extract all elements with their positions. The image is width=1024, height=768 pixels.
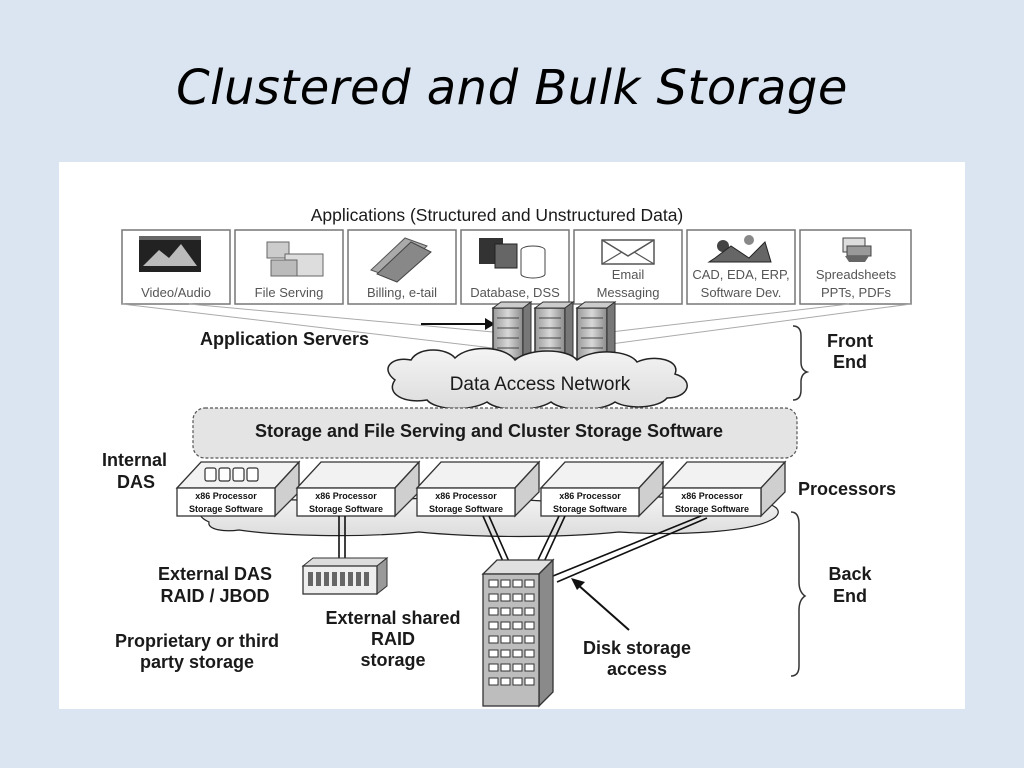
tower-drive-bays-icon: [488, 579, 535, 686]
drive-slots-icon: [308, 572, 369, 586]
processor-unit-2: x86 Processor Storage Software: [295, 460, 421, 518]
folders-icon: [266, 241, 324, 277]
data-access-network-cloud: Data Access Network: [387, 347, 688, 411]
data-access-network-label: Data Access Network: [450, 374, 631, 395]
processor-unit-1-line1: x86 Processor: [195, 491, 257, 501]
disk-access-arrow: [571, 578, 630, 631]
internal-das-label-2: DAS: [117, 472, 155, 492]
processor-unit-3-line2: Storage Software: [429, 504, 503, 514]
processor-unit-4-line1: x86 Processor: [559, 491, 621, 501]
front-end-label-2: End: [833, 352, 867, 372]
money-icon: [370, 237, 432, 283]
app-box-file-serving: File Serving: [234, 229, 344, 305]
processor-units: x86 Processor Storage Software x86 Proce…: [175, 460, 787, 518]
app-label-3: Billing, e-tail: [367, 285, 437, 300]
app-label-7a: Spreadsheets: [816, 267, 897, 282]
processor-unit-1-line2: Storage Software: [189, 504, 263, 514]
app-box-spreadsheets: Spreadsheets PPTs, PDFs: [799, 229, 912, 305]
processor-unit-2-line2: Storage Software: [309, 504, 383, 514]
storage-software-label: Storage and File Serving and Cluster Sto…: [255, 421, 723, 441]
processor-unit-3: x86 Processor Storage Software: [415, 460, 541, 518]
app-box-billing: Billing, e-tail: [347, 229, 457, 305]
disk-storage-tower: [481, 558, 555, 708]
app-box-database: Database, DSS: [460, 229, 570, 305]
database-icon: [479, 238, 546, 279]
external-das-raid-unit: [301, 556, 389, 596]
back-end-bracket: [790, 511, 807, 677]
proprietary-label-1: Proprietary or third: [115, 631, 279, 651]
storage-architecture-diagram: Applications (Structured and Unstructure…: [59, 162, 965, 709]
app-label-7b: PPTs, PDFs: [821, 285, 892, 300]
processor-unit-5-line1: x86 Processor: [681, 491, 743, 501]
diagram-canvas: Applications (Structured and Unstructure…: [102, 205, 912, 708]
app-box-email: Email Messaging: [573, 229, 683, 305]
app-label-5b: Messaging: [597, 285, 660, 300]
processor-unit-5-line2: Storage Software: [675, 504, 749, 514]
converging-lines: [121, 303, 912, 349]
proprietary-label-2: party storage: [140, 652, 254, 672]
external-das-label-1: External DAS: [158, 564, 272, 584]
engineering-icon: [707, 235, 772, 263]
app-box-cad: CAD, EDA, ERP, Software Dev.: [686, 229, 796, 305]
processor-unit-3-line1: x86 Processor: [435, 491, 497, 501]
processor-unit-1: x86 Processor Storage Software: [175, 460, 301, 518]
slide-title: Clustered and Bulk Storage: [176, 60, 848, 116]
app-label-5a: Email: [612, 267, 645, 282]
film-icon: [139, 236, 201, 272]
disk-storage-access-label-1: Disk storage: [583, 638, 691, 658]
app-box-video-audio: Video/Audio: [121, 229, 231, 305]
envelope-icon: [601, 239, 655, 265]
front-end-bracket: [792, 325, 810, 401]
documents-icon: [842, 237, 872, 262]
app-label-6b: Software Dev.: [701, 285, 782, 300]
processor-unit-4: x86 Processor Storage Software: [539, 460, 665, 518]
internal-das-label-1: Internal: [102, 450, 167, 470]
applications-heading: Applications (Structured and Unstructure…: [311, 205, 684, 225]
processor-unit-5: x86 Processor Storage Software: [661, 460, 787, 518]
app-label-4: Database, DSS: [470, 285, 560, 300]
disk-storage-access-label-2: access: [607, 659, 667, 679]
external-shared-label-2: RAID: [371, 629, 415, 649]
processors-label: Processors: [798, 479, 896, 499]
app-servers-label: Application Servers: [200, 329, 369, 349]
processor-unit-4-line2: Storage Software: [553, 504, 627, 514]
app-label-1: Video/Audio: [141, 285, 211, 300]
arrow-to-servers: [421, 318, 495, 330]
external-shared-label-3: storage: [360, 650, 425, 670]
storage-software-band: Storage and File Serving and Cluster Sto…: [192, 407, 798, 459]
back-end-label-2: End: [833, 586, 867, 606]
front-end-label-1: Front: [827, 331, 873, 351]
app-label-6a: CAD, EDA, ERP,: [692, 267, 789, 282]
app-label-2: File Serving: [255, 285, 324, 300]
external-das-label-2: RAID / JBOD: [160, 586, 269, 606]
external-shared-label-1: External shared: [325, 608, 460, 628]
storage-cables: [338, 515, 708, 583]
applications-row: Video/Audio File Serving Billing, e-tail: [121, 229, 912, 305]
back-end-label-1: Back: [828, 564, 872, 584]
processor-unit-2-line1: x86 Processor: [315, 491, 377, 501]
disk-drives-icon: [204, 467, 259, 482]
